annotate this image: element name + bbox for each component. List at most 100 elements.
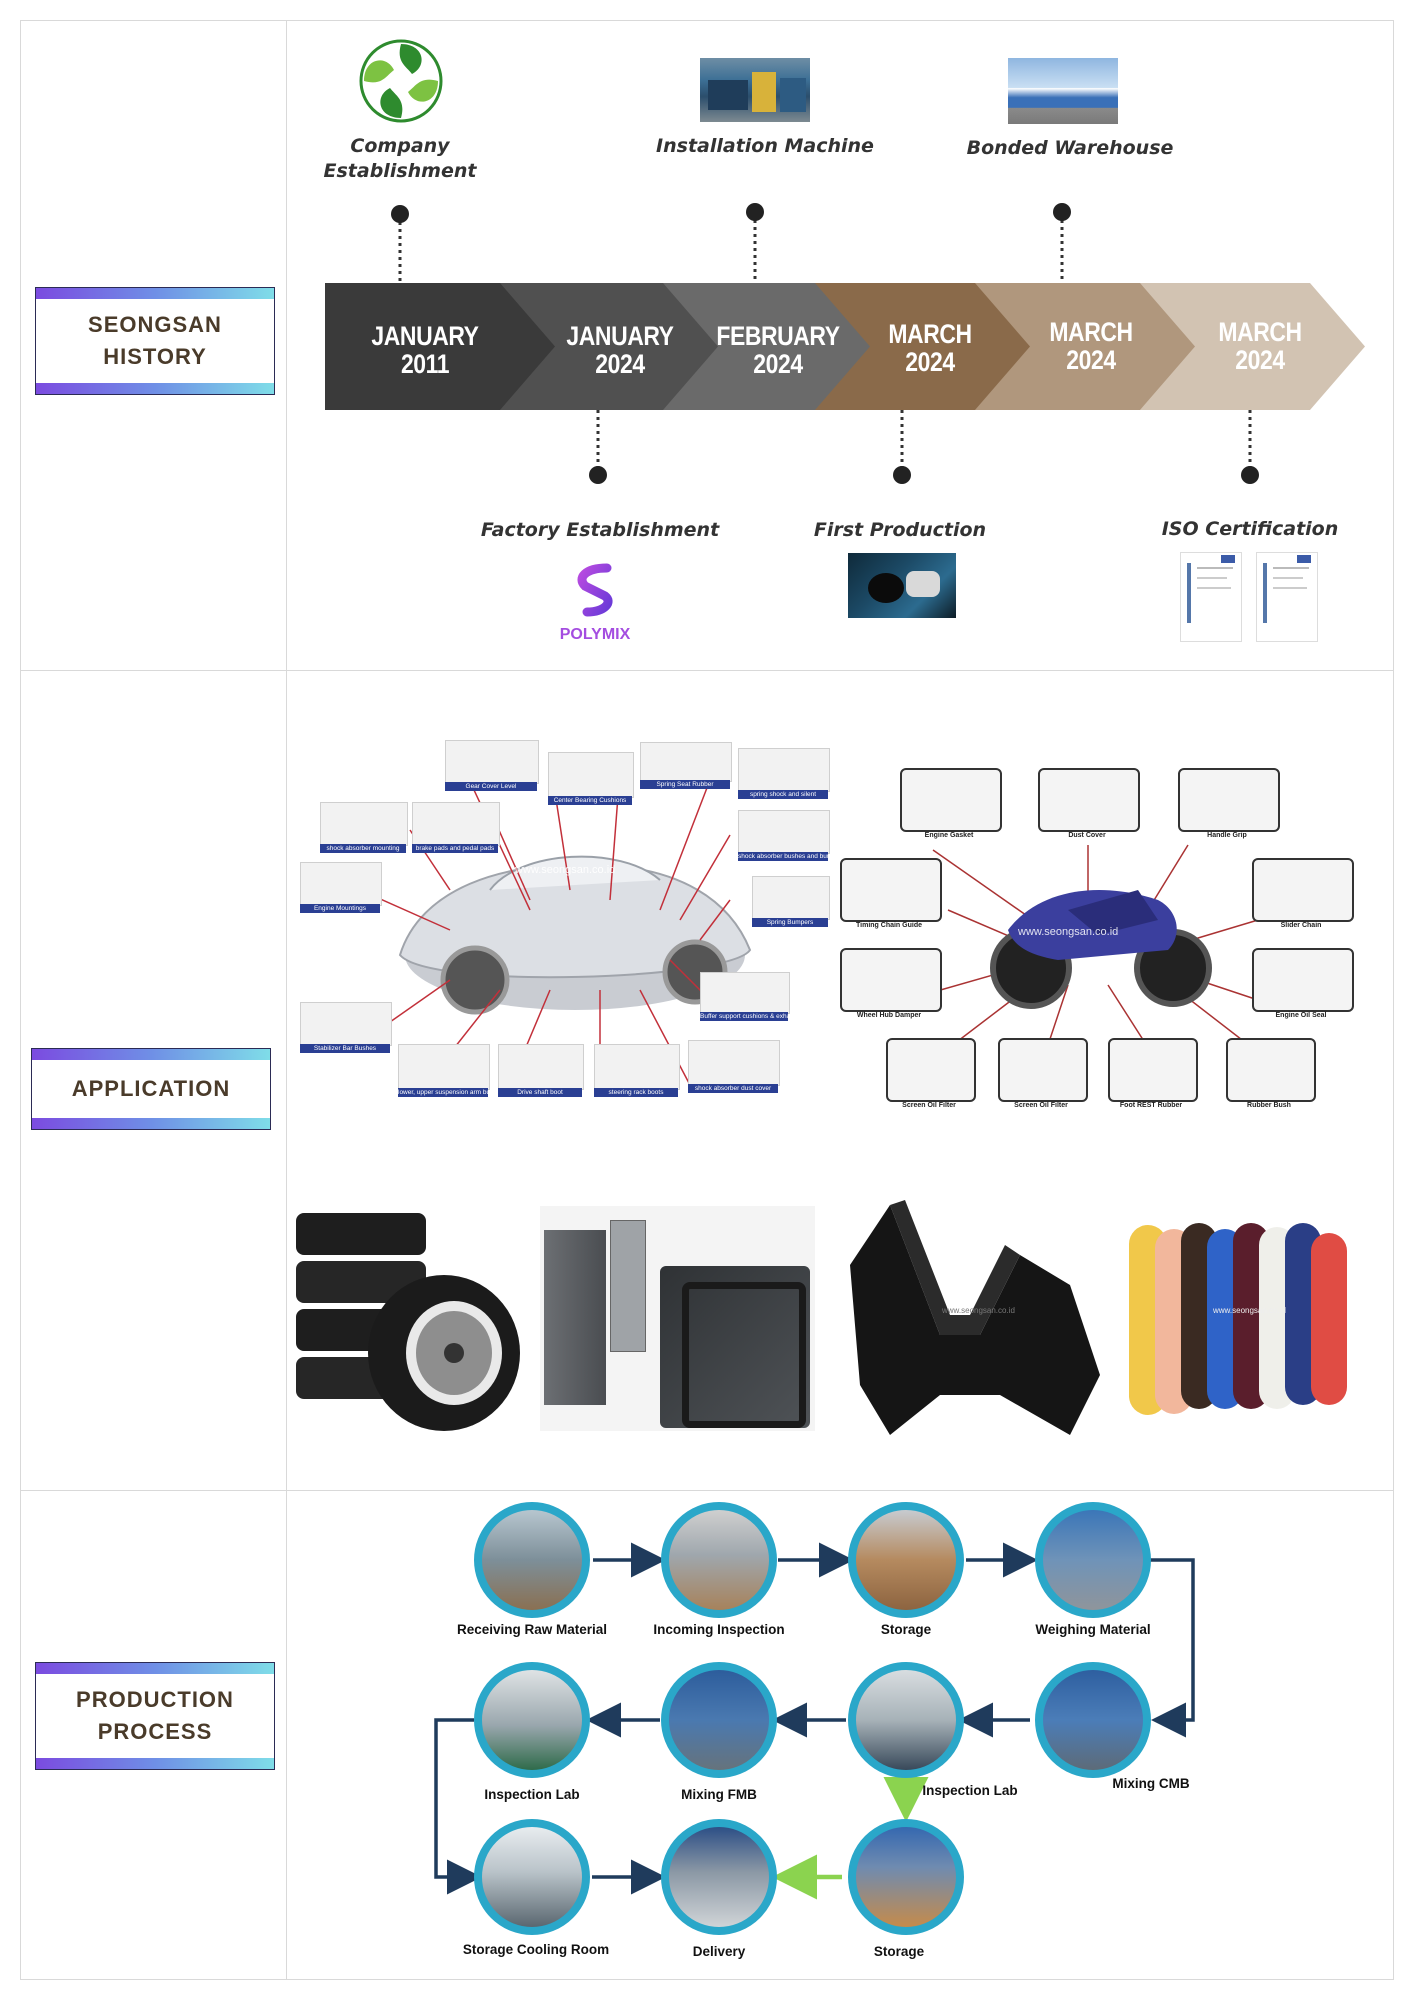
application-label-text: APPLICATION — [71, 1076, 231, 1101]
car-part-suspension-arm-bushes: lower, upper suspension arm bushes — [398, 1088, 488, 1097]
process-label-storage-2: Storage — [873, 1944, 925, 1959]
process-circle-receiving — [474, 1502, 590, 1618]
moto-box-wheel-hub-damper — [840, 948, 942, 1012]
moto-part-screen-oil-filter-2: Screen Oil Filter — [1014, 1102, 1068, 1109]
history-label-text: SEONGSAN HISTORY — [88, 312, 222, 369]
moto-box-engine-gasket — [900, 768, 1002, 832]
timeline-date-2-year: 2024 — [595, 349, 645, 379]
timeline-date-4-month: MARCH — [888, 319, 972, 349]
process-circle-delivery — [661, 1819, 777, 1935]
car-part-gear-cover-level: Gear Cover Level — [445, 782, 537, 791]
milestone-installation-machine: Installation Machine — [656, 135, 874, 157]
motorcycle-application-diagram: www.seongsan.co.id Engine Gasket Dust Co… — [838, 760, 1368, 1130]
moto-part-handle-grip: Handle Grip — [1207, 832, 1247, 839]
moto-box-screen-oil-filter-1 — [886, 1038, 976, 1102]
timeline-date-1: JANUARY 2011 — [353, 322, 498, 378]
production-section-label: PRODUCTION PROCESS — [35, 1662, 275, 1770]
timeline-date-5: MARCH 2024 — [1019, 318, 1164, 374]
grid-row-divider-2 — [20, 1490, 1394, 1491]
car-part-stabilizer-bar-bushes: Stabilizer Bar Bushes — [300, 1044, 390, 1053]
moto-box-handle-grip — [1178, 768, 1280, 832]
car-part-drive-shaft-boot: Drive shaft boot — [498, 1088, 582, 1097]
car-part-brake-pads: brake pads and pedal pads — [412, 844, 498, 853]
moto-part-screen-oil-filter-1: Screen Oil Filter — [902, 1102, 956, 1109]
car-part-shock-absorber-mounting: shock absorber mounting — [320, 844, 406, 853]
milestone-first-production: First Production — [813, 519, 987, 541]
process-circle-storage-2 — [848, 1819, 964, 1935]
production-label-text: PRODUCTION PROCESS — [76, 1687, 234, 1744]
car-part-shock-absorber-bushes: shock absorber bushes and bumper — [738, 852, 828, 861]
dot-installation — [746, 203, 764, 221]
timeline-date-4: MARCH 2024 — [858, 320, 1003, 376]
car-part-spring-seat-rubber: Spring Seat Rubber — [640, 780, 730, 789]
company-logo-icon — [359, 39, 443, 123]
grid-row-divider-1 — [20, 670, 1394, 671]
tires-photo — [296, 1213, 520, 1431]
process-label-inspection-lab-2: Inspection Lab — [484, 1787, 580, 1802]
grid-border-top — [20, 20, 1394, 21]
first-production-photo — [848, 553, 956, 618]
moto-part-wheel-hub-damper: Wheel Hub Damper — [856, 1012, 922, 1019]
timeline-date-6-month: MARCH — [1218, 317, 1302, 347]
timeline-date-5-month: MARCH — [1049, 317, 1133, 347]
process-circle-mixing-cmb — [1035, 1662, 1151, 1778]
process-label-weighing-material: Weighing Material — [1035, 1622, 1151, 1637]
moto-diagram-watermark: www.seongsan.co.id — [1018, 926, 1119, 938]
dot-first-production — [893, 466, 911, 484]
moto-box-foot-rest-rubber — [1108, 1038, 1198, 1102]
milestone-company-establishment: Company Establishment — [323, 135, 477, 182]
timeline-date-6-year: 2024 — [1235, 345, 1285, 375]
polymix-logo-icon — [577, 563, 613, 617]
timeline-date-5-year: 2024 — [1066, 345, 1116, 375]
moto-box-screen-oil-filter-2 — [998, 1038, 1088, 1102]
car-diagram-watermark: www.seongsan.co.id — [515, 864, 616, 876]
dot-iso — [1241, 466, 1259, 484]
process-label-inspection-lab-1: Inspection Lab — [922, 1783, 1018, 1798]
car-part-buffer-support-cushions: Buffer support cushions & exhaust — [700, 1012, 788, 1021]
process-label-mixing-cmb: Mixing CMB — [1112, 1776, 1190, 1791]
moto-part-timing-chain-guide: Timing Chain Guide — [856, 922, 922, 929]
milestone-factory-establishment: Factory Establishment — [480, 519, 720, 541]
history-section-label: SEONGSAN HISTORY — [35, 287, 275, 395]
soles-watermark: www.seongsan.co.id — [1212, 1306, 1286, 1315]
process-label-incoming-inspection: Incoming Inspection — [653, 1622, 785, 1637]
moto-box-engine-oil-seal — [1252, 948, 1354, 1012]
grid-border-left — [20, 20, 21, 1980]
grid-border-bottom — [20, 1979, 1394, 1980]
timeline-date-2: JANUARY 2024 — [548, 322, 693, 378]
rubber-fender-photo: www.seongsan.co.id — [850, 1200, 1100, 1435]
iso-certificate-1-image — [1180, 552, 1242, 642]
moto-part-dust-cover: Dust Cover — [1068, 832, 1106, 839]
moto-box-slider-chain — [1252, 858, 1354, 922]
bonded-warehouse-photo — [1008, 58, 1118, 124]
iso-certificate-2-image — [1256, 552, 1318, 642]
process-label-receiving-raw-material: Receiving Raw Material — [456, 1622, 608, 1637]
car-part-shock-absorber-dust-cover: shock absorber dust cover — [688, 1084, 778, 1093]
process-circle-mixing-fmb — [661, 1662, 777, 1778]
process-circle-storage-cooling-room — [474, 1819, 590, 1935]
dot-company — [391, 205, 409, 223]
grid-border-right — [1393, 20, 1394, 1980]
process-circle-weighing — [1035, 1502, 1151, 1618]
polymix-logo-text: POLYMIX — [559, 626, 631, 643]
car-part-center-bearing-cushions: Center Bearing Cushions — [548, 796, 632, 805]
process-label-storage-1: Storage — [880, 1622, 932, 1637]
process-label-delivery: Delivery — [692, 1944, 746, 1959]
car-part-spring-bumpers: Spring Bumpers — [752, 918, 828, 927]
application-section-label: APPLICATION — [31, 1048, 271, 1130]
process-circle-inspection-lab-2 — [474, 1662, 590, 1778]
fender-watermark: www.seongsan.co.id — [941, 1306, 1015, 1315]
process-circle-inspection-lab-1 — [848, 1662, 964, 1778]
milestone-bonded-warehouse: Bonded Warehouse — [966, 137, 1174, 159]
dot-factory — [589, 466, 607, 484]
car-part-spring-shock-silent: spring shock and silent — [738, 790, 828, 799]
moto-part-slider-chain: Slider Chain — [1280, 922, 1322, 929]
moto-part-engine-oil-seal: Engine Oil Seal — [1275, 1012, 1327, 1019]
dot-warehouse — [1053, 203, 1071, 221]
moto-part-rubber-bush: Rubber Bush — [1247, 1102, 1291, 1109]
moto-box-timing-chain-guide — [840, 858, 942, 922]
process-circle-incoming-inspection — [661, 1502, 777, 1618]
moto-part-engine-gasket: Engine Gasket — [924, 832, 974, 839]
timeline-date-3-year: 2024 — [753, 349, 803, 379]
timeline-date-3-month: FEBRUARY — [716, 321, 840, 351]
